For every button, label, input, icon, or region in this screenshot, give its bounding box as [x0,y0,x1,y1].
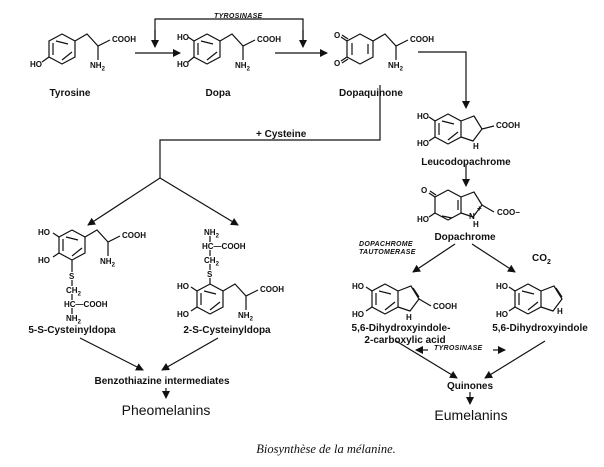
dopachrome-tautomerase-label-line1: DOPACHROME [359,241,413,248]
atom-label: CH2 [66,286,81,298]
atom-label: COOH [260,285,284,294]
tyrosine-label: Tyrosine [49,88,91,99]
atom-label: COO− [497,208,520,217]
cysteine-reagent-label: + Cysteine [256,129,307,140]
atom-label: HO [496,282,508,291]
atom-label: NH2 [100,257,115,269]
atom-label: HC—COOH [64,300,108,309]
atom-label: HO [177,33,189,42]
atom-label: HO [496,310,508,319]
tyrosinase-enzyme-label: TYROSINASE [214,13,263,20]
dopachrome-label: Dopachrome [434,232,496,243]
atom-label: HO [417,139,429,148]
quinones-label: Quinones [446,381,494,392]
atom-label: COOH [496,121,520,130]
tyrosinase-bottom-label: TYROSINASE [434,345,483,352]
tyrosine-structure [41,33,111,65]
cysteinyldopa-2s-label: 2-S-Cysteinyldopa [183,325,271,336]
leucodopachrome-structure [428,113,495,145]
atom-label: HC—COOH [202,242,246,251]
atom-label: NH2 [66,314,81,326]
leucodopachrome-label: Leucodopachrome [421,157,511,168]
dhica-label-line1: 5,6-Dihydroxyindole- [351,323,451,334]
dopaquinone-structure [340,33,409,65]
benzothiazine-label: Benzothiazine intermediates [94,376,230,387]
atom-label: COOH [410,35,434,44]
atom-label: COOH [122,231,146,240]
atom-label: H [473,142,479,151]
dhica-structure [365,283,432,315]
atom-label: COOH [433,302,457,311]
dhi-label: 5,6-Dihydroxyindole [492,323,588,334]
atom-label: HO [352,310,364,319]
atom-label: NH2 [204,228,219,240]
dhica-label-line2: 2-carboxylic acid [364,335,446,346]
atom-label: NH2 [235,61,250,73]
atom-label: NH2 [90,61,105,73]
atom-label: H [406,313,412,322]
atom-label: O [421,186,428,195]
atom-label: COOH [112,35,136,44]
atom-label: O [334,31,341,40]
atom-label: COOH [257,35,281,44]
atom-label: H [557,307,563,316]
atom-label: HO [417,112,429,121]
atom-label: N [469,212,475,221]
atom-label: HO [417,215,429,224]
atom-label: HO [352,282,364,291]
dopachrome-tautomerase-label-line2: TAUTOMERASE [359,249,416,256]
pheomelanins-label: Pheomelanins [121,402,211,418]
dopa-structure [187,33,256,65]
atom-label: HO [38,228,50,237]
atom-label: HO [30,60,42,69]
cysteinyldopa-5s-structure [52,229,121,314]
figure-caption: Biosynthèse de la mélanine. [256,442,396,456]
atom-label: + [477,204,482,213]
atom-label: S [207,270,213,279]
eumelanins-label: Eumelanins [434,407,508,423]
atom-label: NH2 [388,61,403,73]
dopachrome-structure [428,189,495,221]
co2-label: CO2 [532,253,551,266]
cysteinyldopa-2s-structure [190,236,259,315]
atom-label: O [334,59,341,68]
atom-label: HO [177,282,189,291]
cysteinyldopa-5s-label: 5-S-Cysteinyldopa [28,325,116,336]
atom-label: HO [177,60,189,69]
atom-label: S [69,272,75,281]
atom-label: NH2 [238,311,253,323]
pathway-arrows [79,18,546,405]
dopa-label: Dopa [205,88,231,99]
atom-label: CH2 [204,256,219,268]
atom-label: HO [177,310,189,319]
atom-label: H [473,220,479,229]
atom-label: HO [38,256,50,265]
dopaquinone-label: Dopaquinone [339,88,403,99]
dhi-structure [508,283,563,315]
